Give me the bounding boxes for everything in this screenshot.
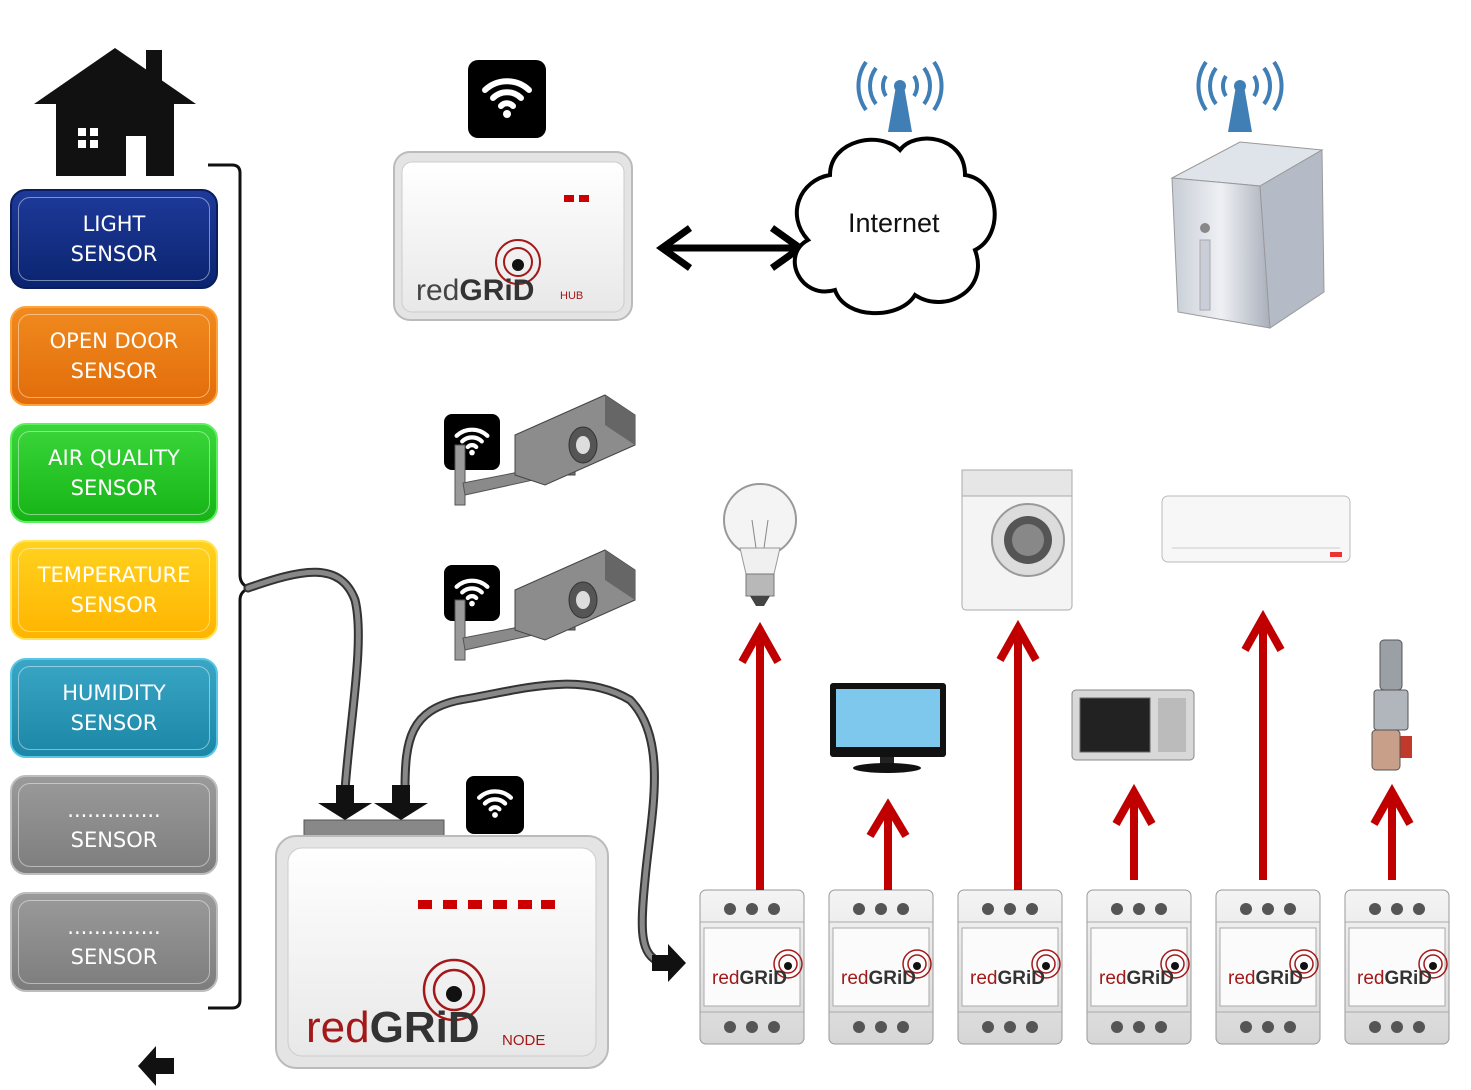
sensor-line2: SENSOR <box>70 593 158 617</box>
modules-input-arrow <box>652 944 686 982</box>
power-arrow <box>1241 609 1285 880</box>
washing-machine-icon <box>961 469 1073 611</box>
antenna-icon <box>1196 60 1284 134</box>
power-arrow <box>1112 783 1156 880</box>
sensor-light: LIGHT SENSOR <box>10 189 218 289</box>
power-arrow <box>996 619 1040 890</box>
module-4 <box>1086 889 1192 1045</box>
module-6 <box>1344 889 1450 1045</box>
module-5 <box>1215 889 1321 1045</box>
module-2 <box>828 889 934 1045</box>
sensor-line1: AIR QUALITY <box>48 446 180 470</box>
wifi-icon <box>444 414 500 470</box>
server-icon <box>1170 141 1325 329</box>
power-arrow <box>1370 783 1414 880</box>
node-input-arrow <box>318 785 372 820</box>
hub-device <box>393 151 633 321</box>
module-brand: redGRiD <box>1357 968 1432 989</box>
sensor-generic: .............. SENSOR <box>10 892 218 992</box>
node-terminal-strip <box>303 819 445 837</box>
house-icon <box>34 48 196 176</box>
sensor-line2: SENSOR <box>70 242 158 266</box>
sensor-humidity: HUMIDITY SENSOR <box>10 658 218 758</box>
module-brand: redGRiD <box>1099 968 1174 989</box>
back-arrow-icon <box>138 1046 174 1086</box>
sensor-cable <box>243 567 363 795</box>
node-device <box>275 835 609 1069</box>
sensor-air-quality: AIR QUALITY SENSOR <box>10 423 218 523</box>
internet-cloud <box>792 136 997 316</box>
sensor-line2: SENSOR <box>70 476 158 500</box>
power-arrow <box>738 621 782 890</box>
sensor-generic: .............. SENSOR <box>10 775 218 875</box>
microwave-icon <box>1071 689 1195 761</box>
sensor-line1: HUMIDITY <box>62 681 166 705</box>
module-brand: redGRiD <box>841 968 916 989</box>
module-3 <box>957 889 1063 1045</box>
hub-brand: redGRiD <box>416 274 535 307</box>
internet-label: Internet <box>848 208 940 238</box>
node-brand: redGRiD <box>306 1003 480 1052</box>
antenna-icon <box>856 60 944 134</box>
light-bulb-icon <box>723 483 797 606</box>
wifi-icon <box>468 60 546 138</box>
sensor-line2: SENSOR <box>70 828 158 852</box>
sensor-line1: LIGHT <box>82 212 146 236</box>
television-icon <box>830 683 946 773</box>
sensor-line1: .............. <box>67 798 161 822</box>
node-subtitle: NODE <box>502 1032 546 1049</box>
sensor-line1: TEMPERATURE <box>37 563 191 587</box>
sensor-open-door: OPEN DOOR SENSOR <box>10 306 218 406</box>
sensor-temperature: TEMPERATURE SENSOR <box>10 540 218 640</box>
hub-subtitle: HUB <box>560 290 584 302</box>
sensor-line1: OPEN DOOR <box>49 329 179 353</box>
module-brand: redGRiD <box>970 968 1045 989</box>
module-brand: redGRiD <box>712 968 787 989</box>
sensor-line2: SENSOR <box>70 945 158 969</box>
wifi-icon <box>444 565 500 621</box>
sensor-line2: SENSOR <box>70 711 158 735</box>
sensor-line1: .............. <box>67 915 161 939</box>
node-input-arrow <box>374 785 428 820</box>
power-arrow <box>866 798 910 890</box>
air-conditioner-icon <box>1161 495 1351 563</box>
wifi-icon <box>466 776 524 834</box>
sensor-line2: SENSOR <box>70 359 158 383</box>
module-brand: redGRiD <box>1228 968 1303 989</box>
water-pump-icon <box>1371 639 1412 771</box>
module-1 <box>699 889 805 1045</box>
